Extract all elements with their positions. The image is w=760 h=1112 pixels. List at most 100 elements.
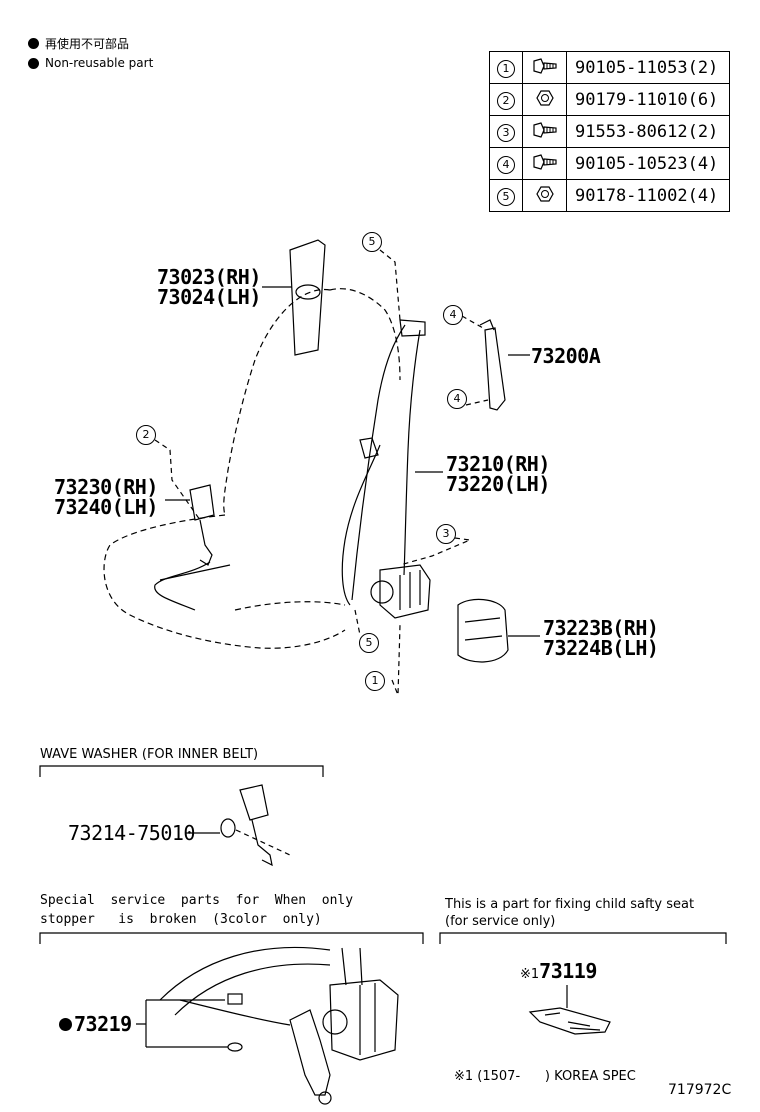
callout-1: 1 xyxy=(365,671,385,691)
leader-c5-top xyxy=(379,249,401,321)
belt-webbing-outer xyxy=(351,324,406,601)
fastener-row: 2 90179-11010(6) xyxy=(489,83,730,116)
label-73223B: 73223B(RH) xyxy=(543,616,659,640)
label-73024: 73024(LH) xyxy=(157,285,261,309)
special-webbing-2 xyxy=(174,963,331,1016)
label-73224B: 73224B(LH) xyxy=(543,636,659,660)
label-73119: 73119 xyxy=(539,959,597,983)
callout-3: 3 xyxy=(436,524,456,544)
legend-non-reusable-jp: 再使用不可部品 xyxy=(28,35,129,52)
retractor-cover xyxy=(457,598,509,663)
leader-c3 xyxy=(399,537,473,566)
filled-dot-icon xyxy=(28,38,39,49)
label-73219: 73219 xyxy=(74,1012,132,1036)
belt-lap xyxy=(341,444,381,606)
bolt-icon xyxy=(532,153,558,175)
seat-cushion-outline xyxy=(103,514,346,649)
label-73023: 73023(RH) xyxy=(157,265,261,289)
diagram-id: 717972C xyxy=(668,1082,732,1098)
leader-c1 xyxy=(391,624,401,696)
child-seat-bracket xyxy=(439,932,727,944)
callout-4: 4 xyxy=(447,389,467,409)
label-73220: 73220(LH) xyxy=(446,472,550,496)
wave-washer-dashes xyxy=(235,829,291,856)
fastener-number: 3 xyxy=(497,124,515,142)
belt-webbing-inner xyxy=(403,329,421,576)
inner-belt-bracket xyxy=(251,819,273,867)
legend-non-reusable-en: Non-reusable part xyxy=(28,56,153,70)
special-note-line1: Special service parts for When only xyxy=(40,893,354,908)
callout-5: 5 xyxy=(362,232,382,252)
stopper-washer xyxy=(227,1042,243,1052)
pillar-trim-guide xyxy=(295,284,321,300)
fastener-part-number: 90178-11002(4) xyxy=(566,179,730,212)
leader-73219 xyxy=(136,999,228,1048)
retractor-cover-inner xyxy=(464,617,503,641)
special-webbing-1 xyxy=(159,946,331,1001)
buckle-wire xyxy=(154,561,211,611)
seat-cushion-inner xyxy=(234,601,346,611)
seat-back-top xyxy=(329,288,401,381)
retractor-spool xyxy=(370,580,394,604)
leader-c5-bottom xyxy=(354,609,361,636)
filled-dot-icon xyxy=(28,57,39,69)
bolt-icon xyxy=(532,121,558,143)
label-73240: 73240(LH) xyxy=(54,495,158,519)
label-73219-group: 73219 xyxy=(59,1014,132,1034)
label-73230: 73230(RH) xyxy=(54,475,158,499)
retractor-lines xyxy=(399,570,421,610)
fastener-number: 4 xyxy=(497,156,515,174)
seat-back-outline xyxy=(223,289,331,516)
wave-washer-bracket xyxy=(39,765,324,777)
stopper-button xyxy=(227,993,243,1005)
fastener-number: 5 xyxy=(497,188,515,206)
special-note-line2: stopper is broken (3color only) xyxy=(40,912,322,927)
leader-c4-bottom xyxy=(465,399,489,406)
fastener-number: 2 xyxy=(497,92,515,110)
child-seat-note-line1: This is a part for fixing child safty se… xyxy=(445,897,695,912)
child-seat-clip xyxy=(528,1007,611,1035)
label-73214: 73214-75010 xyxy=(68,821,195,845)
child-seat-note-line2: (for service only) xyxy=(445,914,556,929)
non-reusable-dot-icon xyxy=(59,1017,72,1031)
leader-c2 xyxy=(154,439,201,521)
buckle-body xyxy=(189,484,215,521)
height-adjuster xyxy=(484,327,506,411)
special-retractor xyxy=(329,979,399,1061)
reference-mark: ※1 xyxy=(520,967,540,982)
buckle-bracket xyxy=(199,519,213,566)
fastener-part-number: 90105-11053(2) xyxy=(566,51,730,84)
callout-5: 5 xyxy=(359,633,379,653)
callout-2: 2 xyxy=(136,425,156,445)
label-73119-group: ※1 73119 xyxy=(520,961,597,982)
adjuster-bracket xyxy=(479,319,495,331)
special-bracket xyxy=(39,932,424,944)
child-seat-clip-slots xyxy=(544,1012,601,1031)
fastener-number: 1 xyxy=(497,60,515,78)
retractor-body xyxy=(379,564,431,619)
legend-en-text: Non-reusable part xyxy=(45,56,154,70)
fastener-row: 1 90105-11053(2) xyxy=(489,51,730,84)
inner-belt-buckle xyxy=(239,784,269,821)
fastener-part-number: 90179-11010(6) xyxy=(566,83,730,116)
fastener-table: 1 90105-11053(2) 2 90179-11010(6) 3 9155… xyxy=(489,51,730,212)
pillar-trim xyxy=(289,239,326,356)
child-seat-footnote: ※1 (1507- ) KOREA SPEC xyxy=(454,1069,636,1084)
wave-washer-heading: WAVE WASHER (FOR INNER BELT) xyxy=(40,747,259,762)
leader-c4-top xyxy=(461,315,484,329)
wave-washer xyxy=(220,818,236,838)
label-73210: 73210(RH) xyxy=(446,452,550,476)
special-vertical-belt xyxy=(341,947,363,986)
callout-4: 4 xyxy=(443,305,463,325)
special-anchor xyxy=(289,1009,331,1096)
belt-tongue xyxy=(359,437,379,459)
special-belt-lower xyxy=(179,999,291,1026)
fastener-row: 5 90178-11002(4) xyxy=(489,179,730,212)
nut-icon xyxy=(535,185,554,207)
nut-icon xyxy=(535,89,554,111)
bolt-icon xyxy=(532,57,558,79)
special-retractor-spool xyxy=(322,1009,348,1035)
legend-jp-text: 再使用不可部品 xyxy=(45,37,130,51)
anchor-top xyxy=(399,319,426,337)
